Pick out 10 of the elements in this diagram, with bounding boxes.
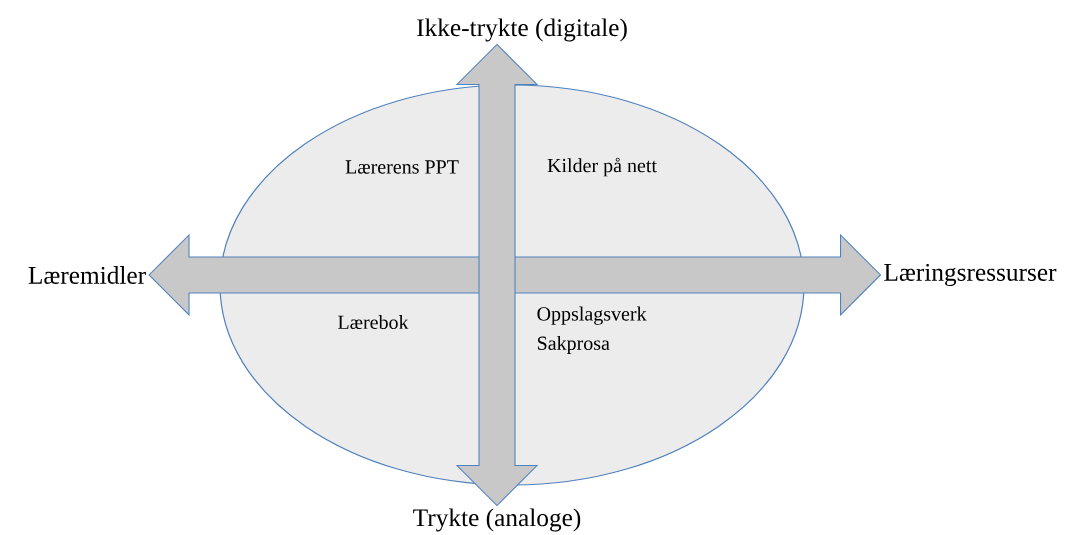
quadrant-label: Kilder på nett bbox=[547, 157, 657, 177]
quadrant-label: Oppslagsverk Sakprosa bbox=[537, 306, 647, 355]
axis-label: Læremidler bbox=[28, 266, 146, 284]
quadrant-label: Lærerens PPT bbox=[345, 160, 459, 174]
quadrant-label: Lærebok bbox=[338, 314, 409, 329]
double-arrow bbox=[148, 233, 882, 317]
axis-label: Trykte (analoge) bbox=[413, 508, 581, 532]
axis-label: Ikke-trykte (digitale) bbox=[417, 18, 627, 42]
axis-label: Læringsressurser bbox=[884, 263, 1057, 287]
double-arrow bbox=[455, 43, 539, 507]
